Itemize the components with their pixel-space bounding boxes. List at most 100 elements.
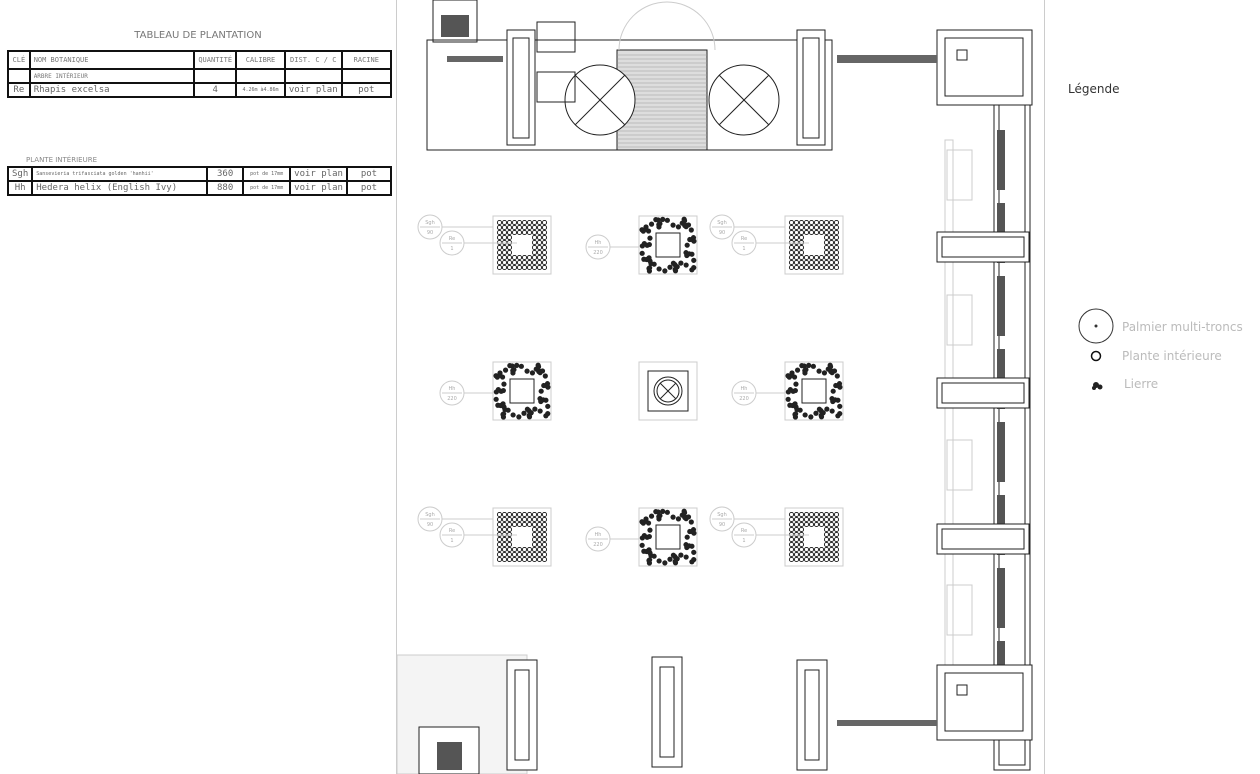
- ivy-icon: [500, 411, 506, 418]
- plant-circle-icon: [833, 536, 840, 543]
- ivy-icon: [529, 370, 536, 376]
- plant-circle-icon: [511, 546, 518, 553]
- plant-circle-icon: [536, 511, 543, 518]
- table-cell: [193, 68, 238, 84]
- plant-circle-icon: [506, 234, 513, 241]
- plant-circle-icon: [536, 536, 543, 543]
- plant-circle-icon: [788, 516, 795, 523]
- door-arc: [618, 1, 716, 51]
- plant-circle-icon: [803, 551, 810, 558]
- plant-circle-icon: [793, 546, 800, 553]
- ivy-icon: [831, 368, 838, 374]
- plant-circle-icon: [828, 526, 835, 533]
- plant-circle-icon: [501, 249, 508, 256]
- table-cell: [283, 68, 343, 84]
- plant-circle-icon: [541, 259, 548, 266]
- plant-circle-icon: [803, 511, 810, 518]
- plant-circle-icon: [541, 224, 548, 231]
- plant-circle-icon: [496, 249, 503, 256]
- plant-circle-icon: [506, 546, 513, 553]
- ivy-icon: [691, 549, 697, 555]
- ivy-icon: [647, 527, 653, 533]
- plant-circle-icon: [506, 259, 513, 266]
- plant-circle-icon: [501, 516, 508, 523]
- floor-panel: [946, 584, 973, 636]
- plant-circle-icon: [793, 234, 800, 241]
- plant-circle-icon: [813, 521, 820, 528]
- table-cell: [340, 68, 393, 84]
- planter-sansevieria: [784, 507, 844, 567]
- ivy-icon: [785, 396, 791, 402]
- plant-circle-icon: [788, 224, 795, 231]
- tag-code: Hh: [595, 240, 602, 246]
- plant-circle-icon: [833, 556, 840, 563]
- plant-circle-icon: [798, 556, 805, 563]
- table-cell: ARBRE INTÉRIEUR: [28, 68, 196, 84]
- plant-circle-icon: [536, 516, 543, 523]
- plant-circle-icon: [536, 229, 543, 236]
- plant-circle-icon: [818, 219, 825, 226]
- ivy-icon: [792, 411, 798, 418]
- tag-qty: 1: [742, 246, 745, 252]
- plant-circle-icon: [506, 249, 513, 256]
- table-row: ARBRE INTÉRIEUR: [7, 68, 393, 84]
- plant-circle-icon: [536, 244, 543, 251]
- plant-circle-icon: [531, 249, 538, 256]
- ivy-icon: [837, 403, 843, 409]
- plant-circle-icon: [818, 516, 825, 523]
- tag-code: Hh: [595, 532, 602, 538]
- plant-circle-icon: [808, 254, 815, 261]
- plant-circle-icon: [516, 551, 523, 558]
- ivy-icon: [829, 408, 835, 414]
- plant-circle-icon: [531, 259, 538, 266]
- planter-palm: [638, 361, 698, 421]
- ivy-icon: [683, 554, 689, 560]
- plant-circle-icon: [521, 551, 528, 558]
- ivy-icon: [656, 266, 662, 272]
- ivy-icon: [687, 236, 693, 243]
- ivy-icon: [670, 260, 677, 266]
- ivy-icon: [493, 373, 499, 379]
- plant-circle-icon: [526, 259, 533, 266]
- table-cell: NOM BOTANIQUE: [28, 50, 196, 70]
- plant-circle-icon: [803, 556, 810, 563]
- ivy-icon: [495, 402, 501, 408]
- plant-circle-icon: [501, 546, 508, 553]
- plant-circle-icon: [496, 546, 503, 553]
- plant-circle-icon: [501, 254, 508, 261]
- plant-circle-icon: [818, 224, 825, 231]
- plant-circle-icon: [808, 516, 815, 523]
- plant-circle-icon: [521, 511, 528, 518]
- plant-circle-icon: [531, 516, 538, 523]
- plant-circle-icon: [541, 521, 548, 528]
- plant-circle-icon: [828, 234, 835, 241]
- section-label-plants: PLANTE INTÉRIEURE: [26, 156, 97, 164]
- corner-tower: [936, 29, 1033, 106]
- table-cell: Sgh: [6, 166, 34, 182]
- plant-circle-icon: [833, 516, 840, 523]
- plant-circle-icon: [788, 556, 795, 563]
- table-cell: Rhapis excelsa: [28, 82, 196, 98]
- palm-icon: [653, 376, 683, 406]
- plant-circle-icon: [823, 239, 830, 246]
- plant-circle-icon: [828, 541, 835, 548]
- table-cell: 4.26m à4.86m: [235, 82, 286, 98]
- plant-circle-icon: [536, 254, 543, 261]
- plant-circle-icon: [788, 254, 795, 261]
- plant-circle-icon: [793, 219, 800, 226]
- plant-circle-icon: [788, 249, 795, 256]
- plant-circle-icon: [808, 511, 815, 518]
- plant-circle-icon: [496, 541, 503, 548]
- plant-circle-icon: [531, 556, 538, 563]
- plant-circle-icon: [501, 259, 508, 266]
- plant-circle-icon: [823, 551, 830, 558]
- plant-circle-icon: [501, 244, 508, 251]
- plant-circle-icon: [526, 224, 533, 231]
- plant-circle-icon: [521, 556, 528, 563]
- ivy-icon: [648, 221, 655, 227]
- plant-circle-icon: [511, 556, 518, 563]
- plant-circle-icon: [511, 516, 518, 523]
- ivy-icon: [660, 216, 666, 222]
- floor-panel: [946, 149, 973, 201]
